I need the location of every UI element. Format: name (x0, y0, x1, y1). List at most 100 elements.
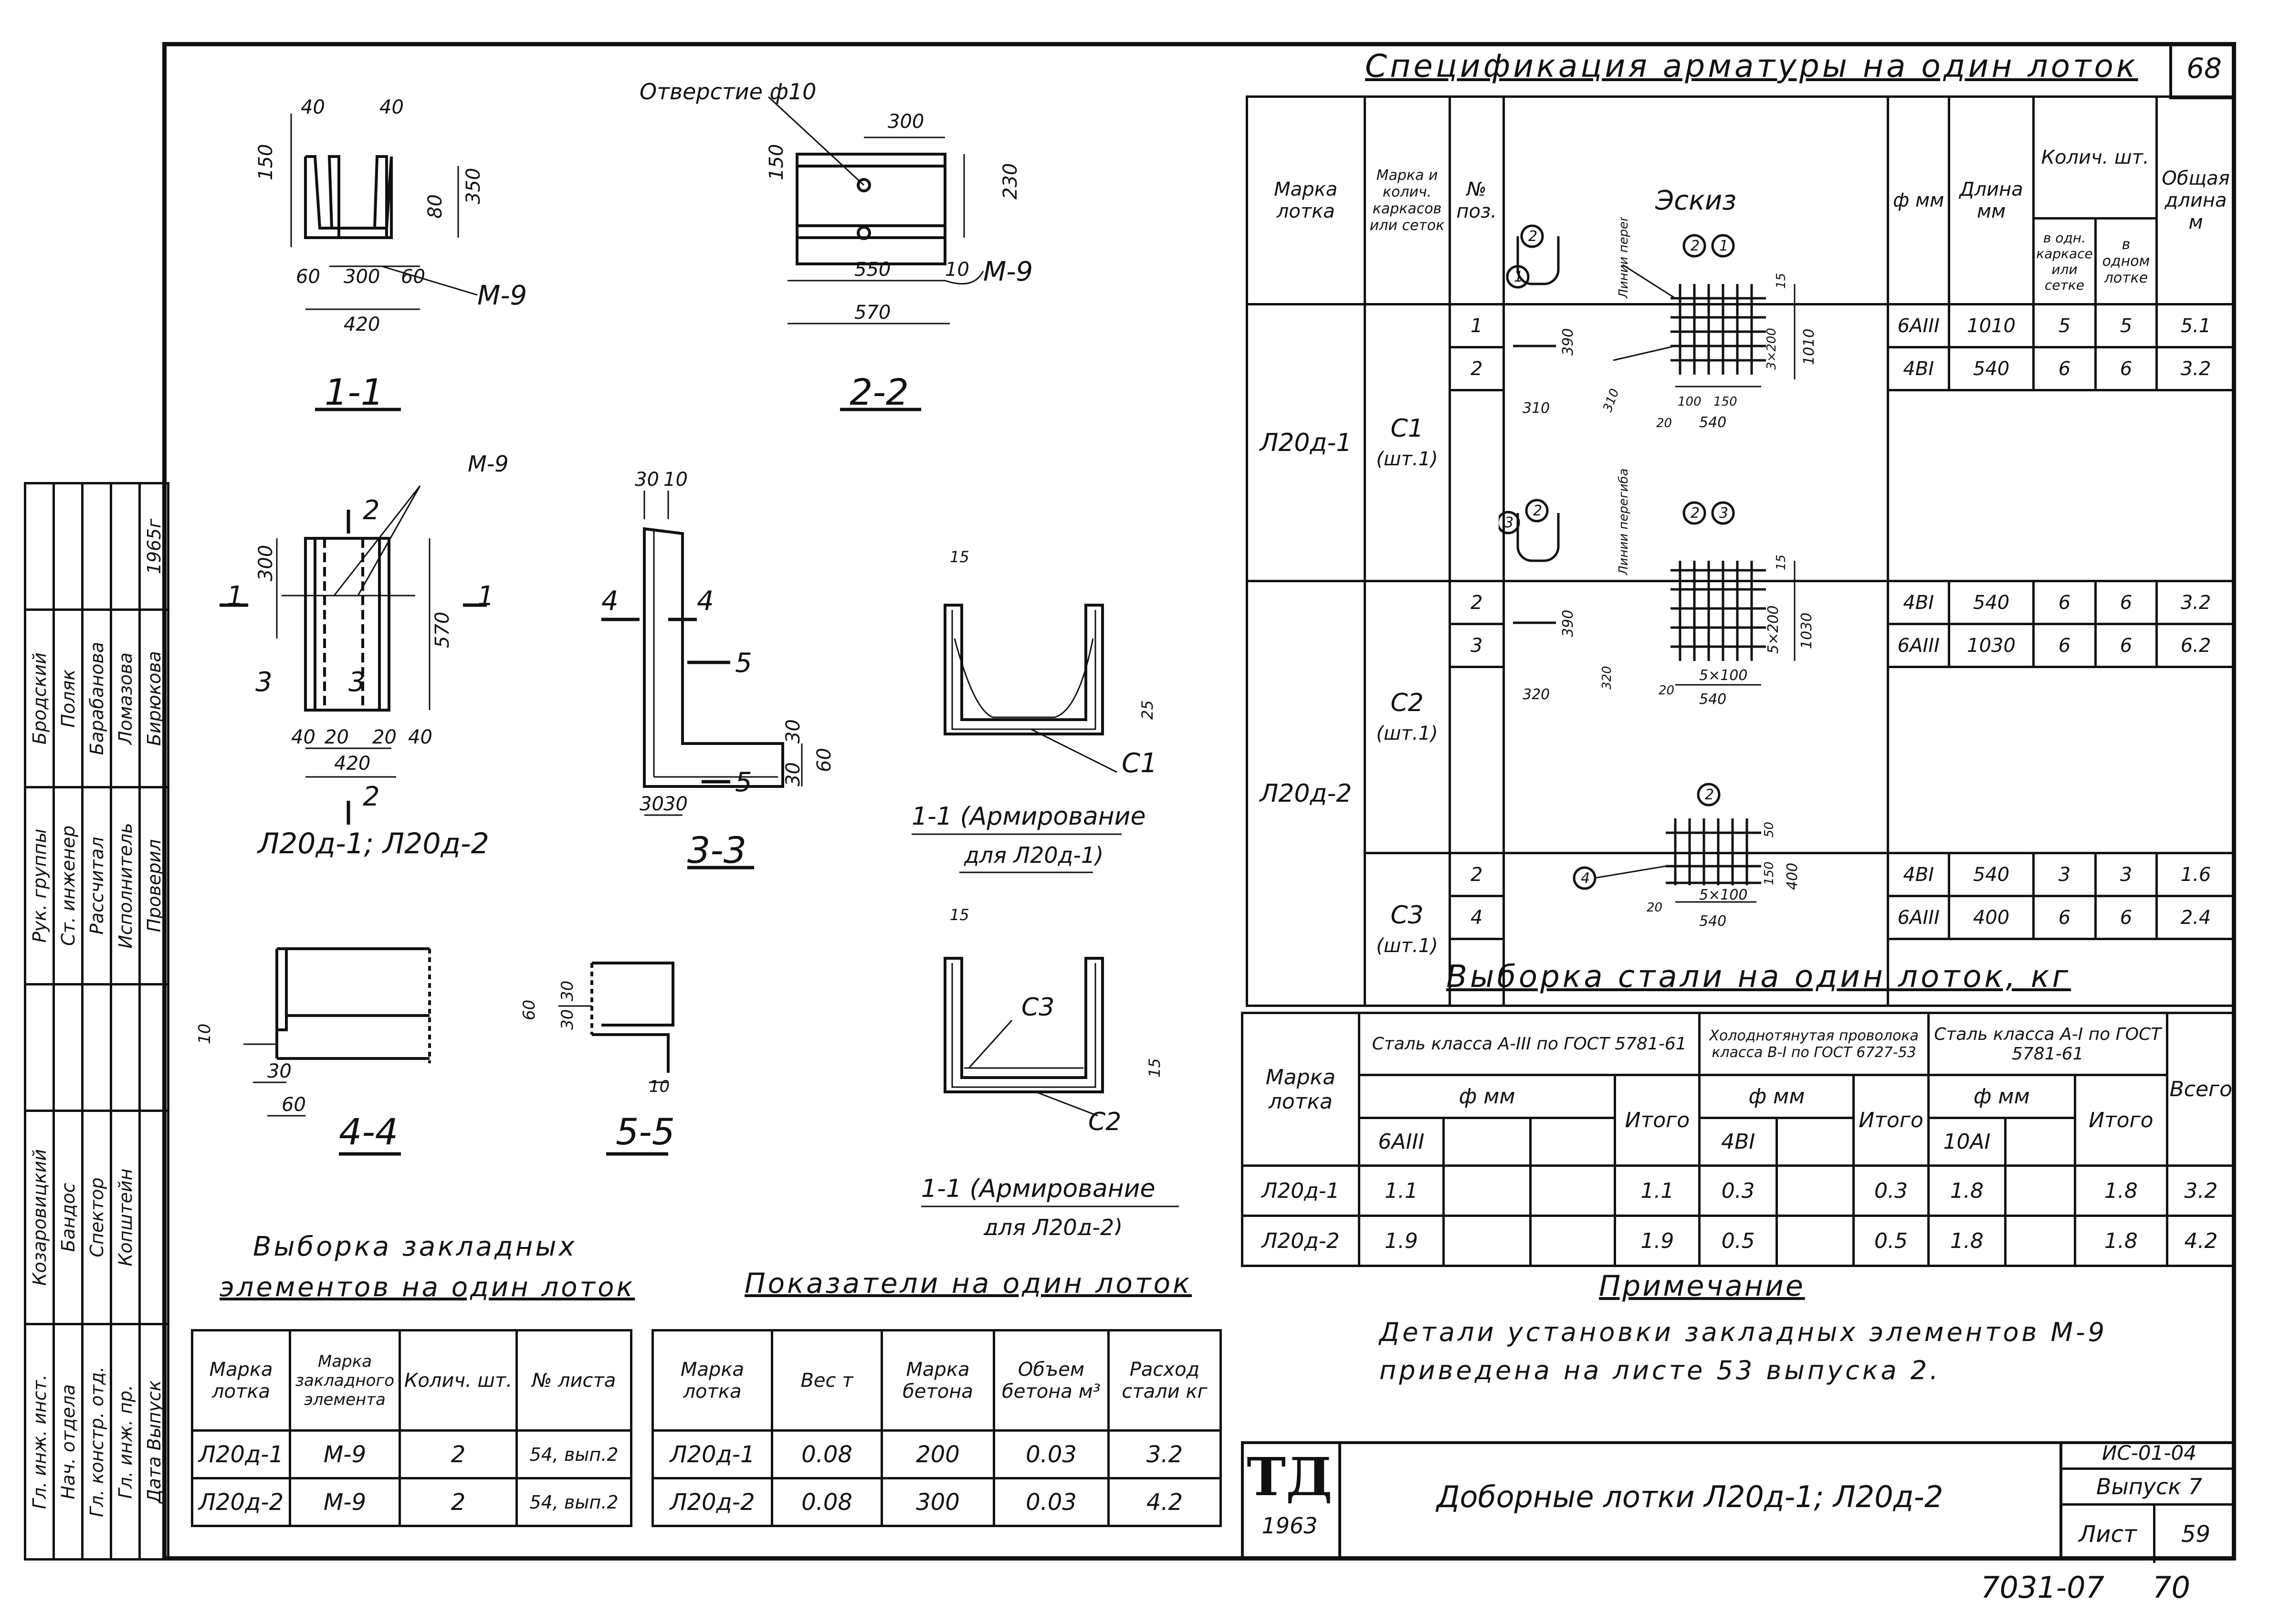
svg-text:20: 20 (372, 726, 397, 748)
svg-text:540: 540 (1699, 913, 1726, 930)
svg-text:40: 40 (301, 96, 325, 118)
svg-text:М-9: М-9 (477, 280, 527, 311)
drawings-canvas: 40 40 150 350 80 60 300 60 420 М-9 1-1 О… (195, 79, 1179, 1235)
svg-text:30: 30 (267, 1060, 292, 1082)
sheet-number: 59 (2181, 1521, 2211, 1548)
svg-text:2-2: 2-2 (850, 371, 909, 413)
svg-text:5: 5 (735, 648, 752, 679)
spec-header-qty: Колич. шт. (2032, 95, 2158, 220)
svg-text:420: 420 (344, 314, 380, 335)
svg-text:300: 300 (255, 545, 277, 581)
svg-text:для Л20д-1): для Л20д-1) (964, 842, 1103, 868)
svg-text:5: 5 (735, 767, 752, 798)
note-title: Примечание (1599, 1269, 1805, 1303)
td-logo: ТД (1247, 1446, 1333, 1508)
bottom-page: 70 (2153, 1570, 2190, 1605)
svg-text:30: 30 (782, 719, 804, 744)
spec-header-length: Длина мм (1947, 95, 2035, 305)
embedded-table: Марка лотка Марка закладного элемента Ко… (191, 1329, 632, 1527)
svg-text:М-9: М-9 (983, 256, 1033, 287)
svg-text:60: 60 (296, 266, 320, 288)
spec-header-sketch: Эскиз (1502, 95, 1890, 305)
section-3-3 (601, 491, 803, 870)
svg-text:10: 10 (195, 1024, 214, 1044)
embedded-title-1: Выборка закладных (253, 1231, 577, 1262)
reinforcement-c1 (912, 604, 1122, 873)
svg-text:3: 3 (1504, 514, 1513, 531)
section-5-5 (558, 962, 674, 1156)
svg-text:40: 40 (379, 96, 404, 118)
svg-text:15: 15 (1774, 273, 1788, 289)
indicators-table: Марка лотка Вес т Марка бетона Объем бет… (651, 1329, 1222, 1527)
svg-text:1: 1 (1719, 238, 1728, 254)
svg-text:60: 60 (282, 1094, 306, 1116)
svg-text:550: 550 (854, 259, 891, 281)
spec-header-qty-one: в одн. каркасе или сетке (2032, 217, 2097, 305)
svg-text:30: 30 (782, 762, 804, 786)
svg-text:10: 10 (663, 469, 688, 491)
svg-text:2: 2 (1691, 505, 1700, 522)
section-2-2 (767, 96, 984, 411)
svg-text:25: 25 (1138, 700, 1156, 720)
svg-text:2: 2 (363, 781, 380, 812)
note-line-1: Детали установки закладных элементов М-9 (1379, 1317, 2107, 1347)
indicators-title: Показатели на один лоток (745, 1267, 1192, 1299)
svg-text:230: 230 (999, 163, 1021, 199)
rebar-sketches: 2 1 2 1 Линии перегиба 390 310 310 100 1… (1499, 217, 1818, 930)
svg-text:390: 390 (1560, 328, 1576, 356)
svg-text:15: 15 (1145, 1058, 1164, 1078)
svg-text:30: 30 (558, 1009, 577, 1030)
svg-text:50: 50 (1762, 822, 1776, 838)
svg-text:350: 350 (462, 168, 484, 204)
spec-pos: 1 (1448, 303, 1505, 348)
svg-text:60: 60 (813, 748, 835, 772)
svg-text:10: 10 (945, 259, 969, 281)
svg-text:2: 2 (1691, 238, 1700, 254)
specification-table: Марка лотка Марка и колич. каркасов или … (1246, 95, 2236, 1007)
spec-mark-2: Л20д-2 (1246, 580, 1366, 1007)
section-4-4 (243, 947, 431, 1156)
svg-text:310: 310 (1523, 400, 1550, 417)
svg-text:320: 320 (1600, 666, 1614, 690)
svg-text:1-1 (Армирование: 1-1 (Армирование (912, 802, 1145, 831)
svg-text:Отверстие ф10: Отверстие ф10 (640, 79, 816, 105)
svg-text:30: 30 (635, 469, 659, 491)
steel-table: Марка лотка Сталь класса А-III по ГОСТ 5… (1241, 1012, 2237, 1267)
spec-header-mark: Марка лотка (1246, 95, 1366, 305)
spec-mark-1: Л20д-1 (1246, 303, 1366, 582)
svg-text:80: 80 (424, 194, 446, 219)
sketch-cell-c2 (1502, 580, 1890, 854)
svg-text:4-4: 4-4 (339, 1111, 398, 1153)
svg-text:для Л20д-2): для Л20д-2) (983, 1215, 1123, 1235)
sheet-number-box: 68 (2169, 42, 2236, 99)
specification-title: Спецификация арматуры на один лоток (1365, 48, 2138, 84)
spec-mesh-c1: С1(шт.1) (1363, 303, 1451, 582)
svg-text:С2: С2 (1088, 1108, 1121, 1136)
spec-header-pos: № поз. (1448, 95, 1505, 305)
svg-text:570: 570 (854, 302, 891, 324)
svg-text:20: 20 (325, 726, 349, 748)
svg-text:5×100: 5×100 (1699, 667, 1747, 684)
svg-text:1030: 1030 (1798, 613, 1815, 649)
svg-text:Линии перегиба: Линии перегиба (1617, 217, 1631, 299)
sheet-label: Лист (2062, 1506, 2155, 1563)
svg-text:150: 150 (766, 144, 788, 180)
svg-text:2: 2 (363, 495, 380, 526)
svg-text:540: 540 (1699, 414, 1726, 431)
title-year: 1963 (1261, 1513, 1318, 1539)
svg-text:10: 10 (649, 1077, 670, 1096)
note-line-2: приведена на листе 53 выпуска 2. (1379, 1355, 1941, 1385)
svg-text:3: 3 (348, 667, 366, 698)
svg-text:100: 100 (1678, 395, 1702, 409)
svg-text:15: 15 (950, 906, 969, 924)
svg-text:20: 20 (1656, 416, 1672, 430)
svg-text:1-1 (Армирование: 1-1 (Армирование (921, 1174, 1155, 1203)
svg-text:3×200: 3×200 (1765, 328, 1779, 370)
steel-title: Выборка стали на один лоток, кг (1446, 959, 2071, 995)
svg-text:30: 30 (663, 793, 688, 815)
spec-header-total: Общая длина м (2155, 95, 2236, 305)
svg-text:С3: С3 (1021, 993, 1054, 1022)
sketch-c3 (1573, 783, 1761, 903)
svg-text:40: 40 (408, 726, 432, 748)
